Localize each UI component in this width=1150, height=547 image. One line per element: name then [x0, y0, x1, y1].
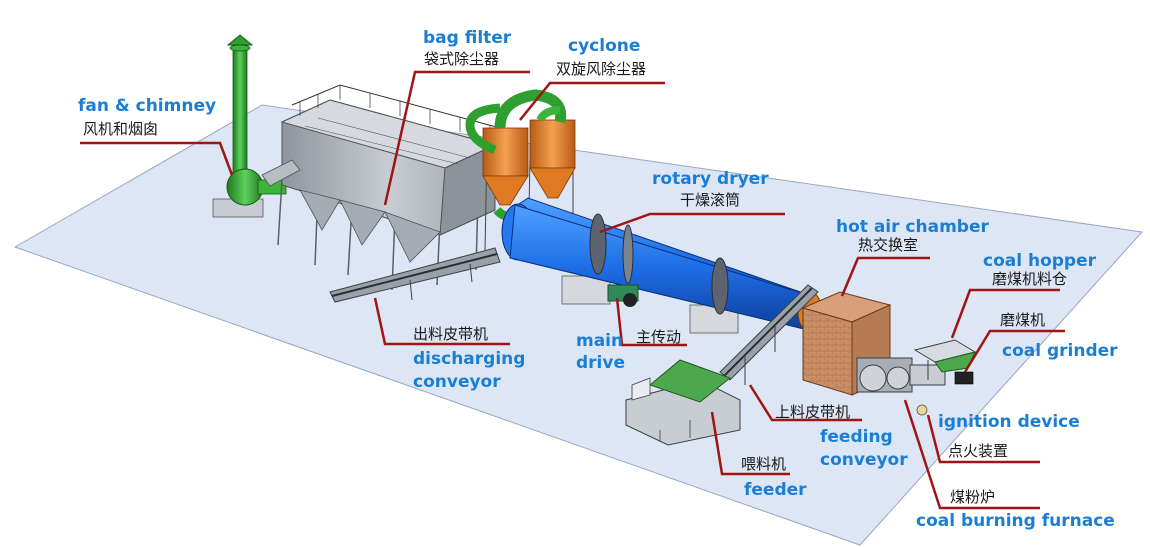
hot-air-chamber-label-cn: 热交换室	[858, 238, 918, 253]
floor-slab	[15, 105, 1142, 545]
main-drive-label-en-line2: drive	[576, 355, 625, 372]
fan-chimney-label-cn: 风机和烟囱	[83, 122, 158, 137]
coal-grinder-label-cn: 磨煤机	[1000, 313, 1045, 328]
bag-filter-label-en: bag filter	[423, 30, 511, 47]
cyclone-label-cn: 双旋风除尘器	[556, 62, 646, 77]
discharging-conveyor-label-en-line1: discharging	[413, 351, 525, 368]
discharging-conveyor-label-en-line2: conveyor	[413, 374, 501, 391]
coal-grinder-label-en: coal grinder	[1002, 343, 1118, 360]
feeder-label-en: feeder	[744, 482, 807, 499]
coal-burning-furnace-label-cn: 煤粉炉	[950, 490, 995, 505]
cyclone-label-en: cyclone	[568, 38, 640, 55]
rotary-dryer-label-cn: 干燥滚筒	[680, 193, 740, 208]
ignition-device-label-cn: 点火装置	[948, 444, 1008, 459]
feeding-conveyor-label-cn: 上料皮带机	[775, 405, 850, 420]
feeding-conveyor-label-en-line2: conveyor	[820, 452, 908, 469]
feeding-conveyor-label-en-line1: feeding	[820, 429, 893, 446]
coal-hopper-label-cn: 磨煤机料仓	[992, 272, 1067, 287]
discharging-conveyor-label-cn: 出料皮带机	[413, 327, 488, 342]
main-drive-label-en-line1: main	[576, 333, 623, 350]
hot-air-chamber-label-en: hot air chamber	[836, 219, 989, 236]
ignition-device-label-en: ignition device	[938, 414, 1080, 431]
coal-hopper-label-en: coal hopper	[983, 253, 1096, 270]
bag-filter-label-cn: 袋式除尘器	[424, 52, 499, 67]
main-drive-label-cn: 主传动	[636, 330, 681, 345]
rotary-dryer-label-en: rotary dryer	[652, 171, 769, 188]
fan-chimney-label-en: fan & chimney	[78, 98, 216, 115]
feeder-label-cn: 喂料机	[741, 457, 786, 472]
coal-burning-furnace-label-en: coal burning furnace	[916, 513, 1115, 530]
